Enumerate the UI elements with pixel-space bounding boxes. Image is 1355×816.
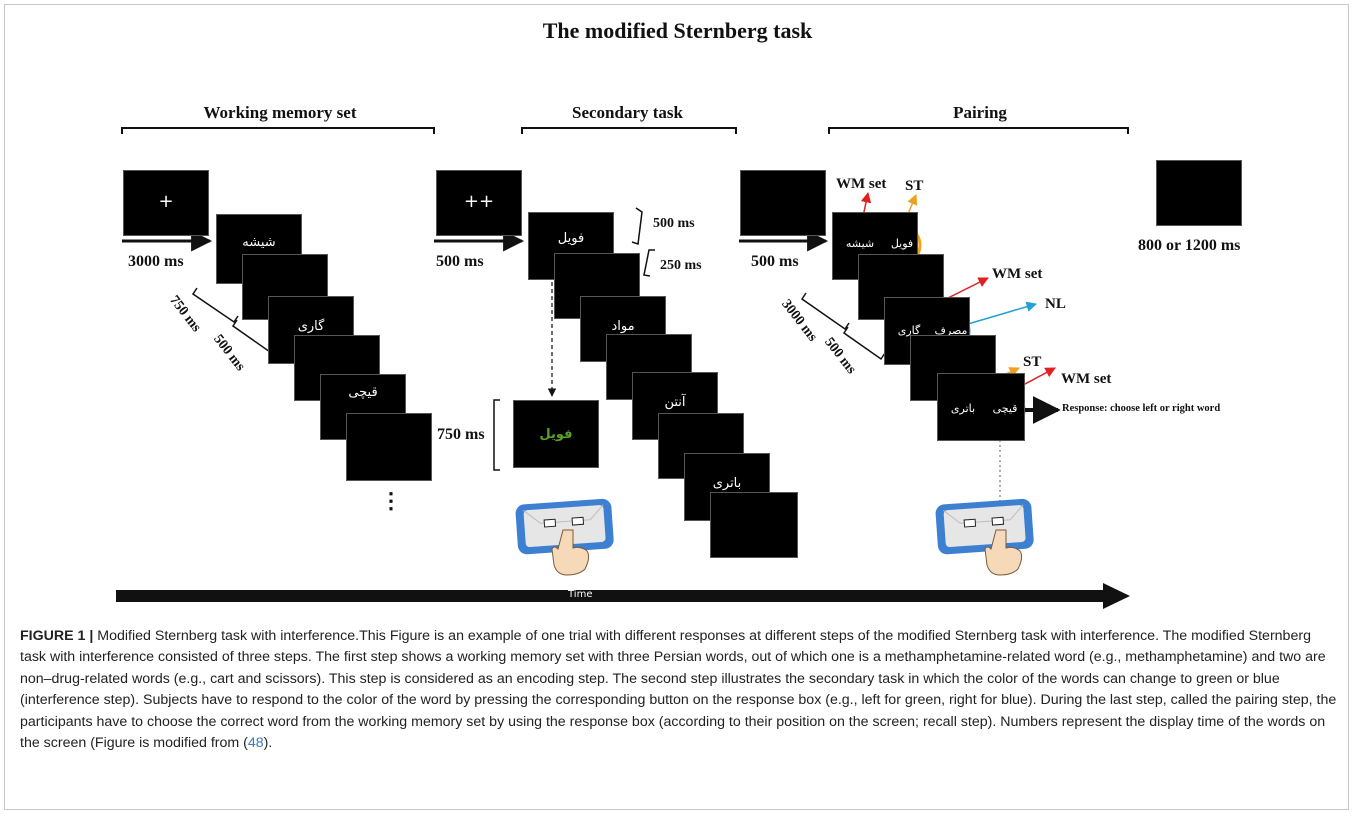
screen-wm-fixation: + — [123, 170, 209, 236]
ellipsis: ⋮ — [380, 488, 402, 513]
timeline-arrow — [116, 583, 1130, 609]
st-time-500: 500 ms — [653, 216, 695, 231]
fixation-double-plus: ++ — [463, 191, 495, 212]
bracket-st — [521, 127, 737, 134]
st-time-750: 750 ms — [437, 426, 485, 443]
pair3-right-word: قیچی — [992, 402, 1018, 415]
wm-word-1: شیشه — [242, 235, 276, 250]
hand-left — [551, 529, 590, 576]
response-instruction: Response: choose left or right word — [1062, 403, 1221, 414]
tag-wm-set-2: WM set — [992, 266, 1043, 282]
bracket-st-500 — [631, 207, 643, 246]
pair3-left-word: باتری — [950, 402, 976, 415]
tag-st-2: ST — [1023, 354, 1042, 370]
wm-word-2: گاری — [297, 319, 325, 334]
pair2-left-word: گاری — [897, 324, 921, 337]
pair2-right-word: مصرف — [934, 324, 968, 337]
hand-right — [984, 529, 1023, 576]
response-box-left — [515, 498, 614, 555]
st-word-4: باتری — [712, 476, 742, 491]
arrow-nl — [967, 301, 1038, 325]
st-time-250: 250 ms — [660, 258, 702, 273]
caption-end: ). — [263, 735, 273, 752]
st-fix-time: 500 ms — [436, 253, 484, 270]
tag-wm-set-1: WM set — [836, 176, 887, 192]
pair-fix-time: 500 ms — [751, 253, 799, 270]
figure-frame — [4, 4, 1349, 810]
wm-fix-time: 3000 ms — [128, 253, 184, 270]
screen-st-blank-4 — [710, 492, 798, 558]
response-box-right — [935, 498, 1034, 555]
bracket-pair-500 — [842, 326, 886, 361]
tag-nl: NL — [1045, 296, 1066, 312]
pair1-right-word: فویل — [890, 237, 914, 250]
st-green-word: فویل — [539, 427, 573, 442]
bracket-wm — [121, 127, 435, 134]
wm-word-3: قیچی — [348, 385, 378, 400]
figure-title: The modified Sternberg task — [542, 18, 813, 43]
figure-caption: FIGURE 1 | Modified Sternberg task with … — [20, 626, 1338, 754]
screen-final-blank — [1156, 160, 1242, 226]
section-secondary-task: Secondary task — [572, 103, 683, 122]
pair1-left-word: شیشه — [845, 237, 875, 250]
st-word-2: مواد — [611, 319, 635, 334]
tag-st-1: ST — [905, 178, 924, 194]
screen-st-green: فویل — [513, 400, 599, 468]
st-word-3: آنتن — [664, 395, 686, 410]
bracket-pair-3000 — [800, 292, 850, 331]
st-word-1: فویل — [557, 231, 585, 246]
final-time: 800 or 1200 ms — [1138, 237, 1241, 254]
bracket-pair — [828, 127, 1129, 134]
tag-wm-set-3: WM set — [1061, 371, 1112, 387]
caption-label: FIGURE 1 | — [20, 628, 94, 644]
screen-pair-3: باتری قیچی — [937, 373, 1025, 441]
timeline-label: Time — [568, 589, 593, 600]
section-pairing: Pairing — [953, 103, 1007, 122]
bracket-wm-750 — [191, 287, 239, 324]
caption-text: Modified Sternberg task with interferenc… — [20, 628, 1337, 752]
bracket-st-250 — [643, 249, 655, 277]
caption-reference-link[interactable]: 48 — [247, 735, 264, 752]
fixation-plus: + — [158, 191, 174, 212]
screen-pair-blank — [740, 170, 826, 236]
section-working-memory: Working memory set — [203, 103, 357, 122]
screen-wm-blank-3 — [346, 413, 432, 481]
bracket-st-750 — [493, 399, 500, 471]
screen-st-fixation: ++ — [436, 170, 522, 236]
